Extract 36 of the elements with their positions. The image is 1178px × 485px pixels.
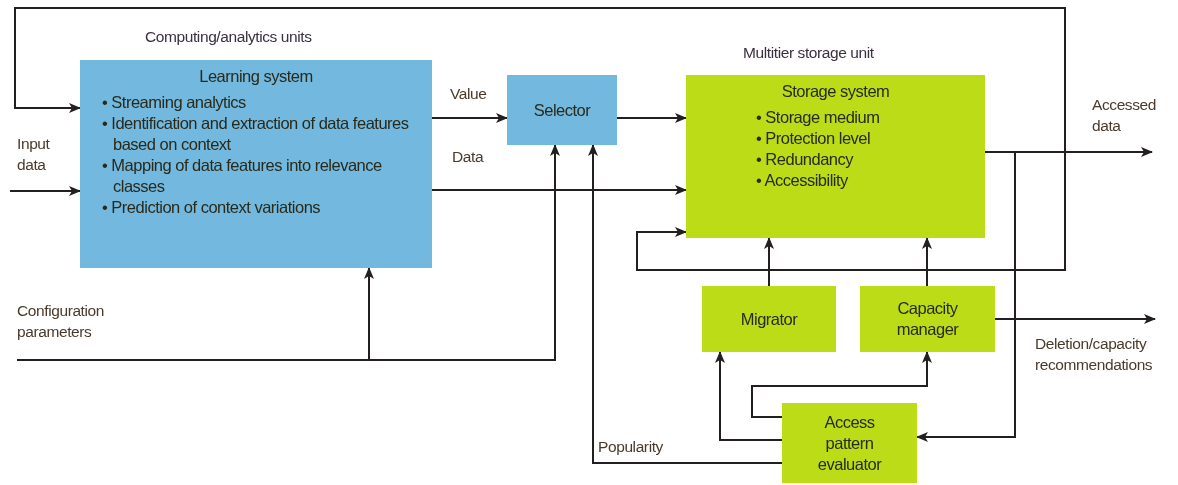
arrow bbox=[751, 351, 932, 418]
bullet-item: • Prediction of context variations bbox=[102, 197, 322, 218]
arrow bbox=[922, 237, 932, 287]
arrow bbox=[764, 237, 774, 287]
arrow bbox=[14, 7, 1066, 153]
box-heading: Storage system bbox=[780, 81, 891, 102]
process-box bbox=[860, 286, 995, 352]
process-box bbox=[80, 60, 432, 268]
arrow bbox=[431, 185, 687, 195]
bullet-item: • Redundancy bbox=[756, 149, 855, 170]
arrow bbox=[9, 186, 81, 196]
bullet-item: • Mapping of data features into relevance classes bbox=[102, 155, 383, 197]
arrow bbox=[715, 351, 783, 441]
box-label: Access pattern evaluator bbox=[816, 411, 883, 475]
arrow bbox=[16, 144, 560, 361]
arrow bbox=[916, 151, 1016, 442]
process-box bbox=[686, 75, 985, 238]
box-label: Selector bbox=[533, 99, 591, 121]
box-label: Migrator bbox=[740, 308, 798, 330]
group-title: Multitier storage unit bbox=[743, 44, 874, 62]
box-heading: Learning system bbox=[198, 66, 314, 87]
arrow bbox=[636, 151, 1066, 271]
bullet-item: • Storage medium bbox=[756, 107, 881, 128]
process-box bbox=[702, 286, 836, 352]
arrow bbox=[588, 144, 783, 464]
arrow bbox=[616, 113, 687, 123]
box-label: Capacity manager bbox=[895, 298, 960, 340]
bullet-item: • Streaming analytics bbox=[102, 92, 247, 113]
bullet-item: • Accessibility bbox=[756, 170, 849, 191]
bullet-item: • Identification and extraction of data features based on context bbox=[102, 113, 410, 155]
arrow bbox=[431, 113, 508, 123]
process-box bbox=[782, 403, 917, 483]
group-title: Computing/analytics units bbox=[145, 28, 312, 46]
process-box bbox=[507, 75, 617, 145]
arrow bbox=[994, 314, 1156, 324]
bullet-item: • Protection level bbox=[756, 128, 872, 149]
